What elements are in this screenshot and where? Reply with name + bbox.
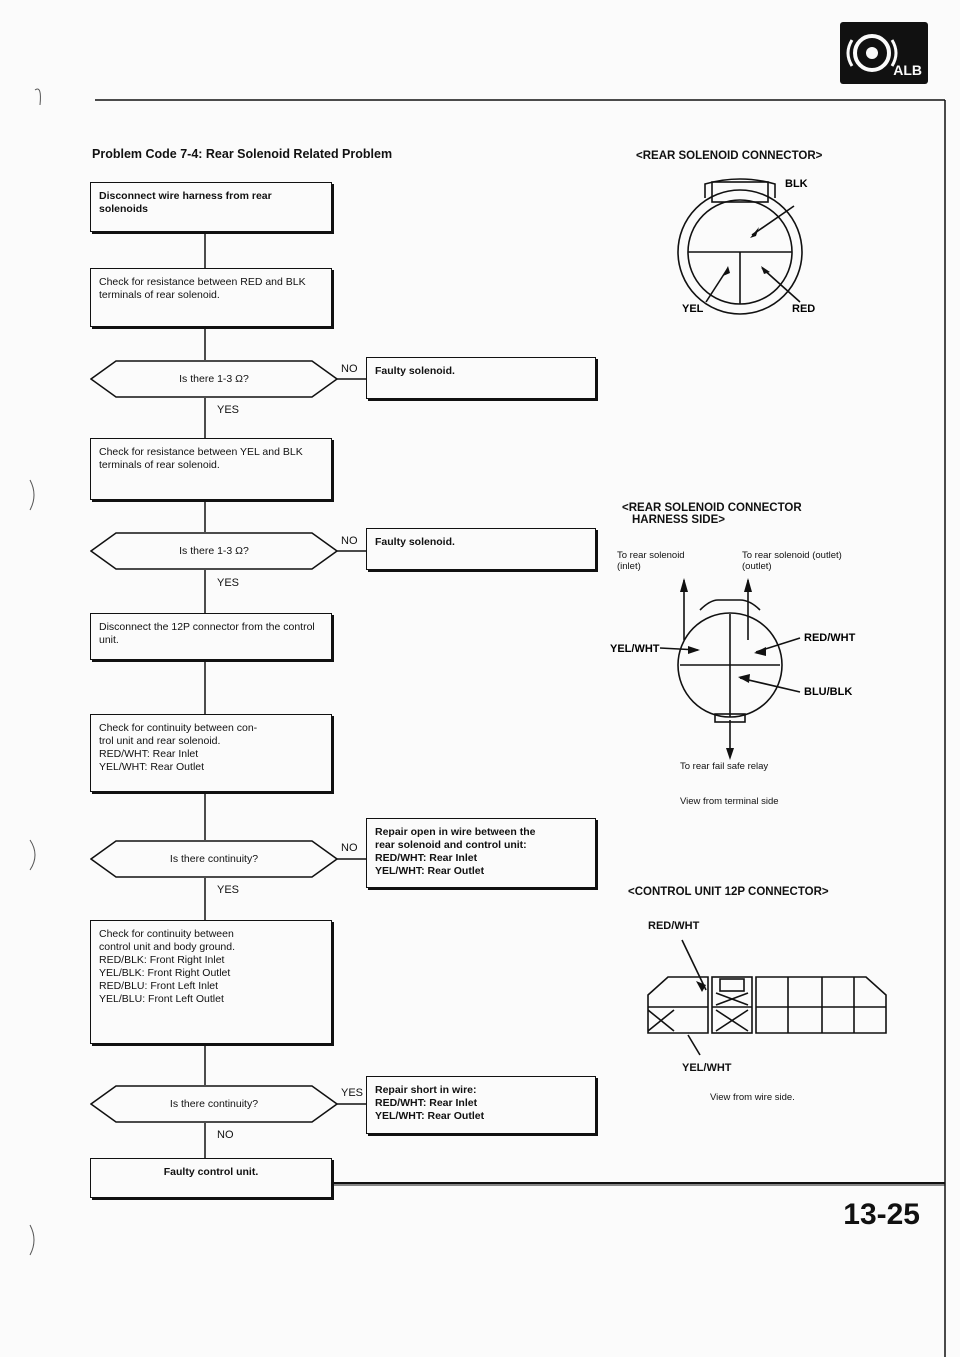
decision-2-yes: YES — [217, 577, 240, 589]
r4-line1: Repair short in wire: — [375, 1084, 477, 1096]
step-disconnect-harness: Disconnect wire harness from rear soleno… — [90, 182, 332, 232]
connector2-title-line1: <REAR SOLENOID CONNECTOR — [622, 502, 802, 514]
result-faulty-solenoid-1-text: Faulty solenoid. — [375, 365, 455, 377]
connector1-title: <REAR SOLENOID CONNECTOR> — [636, 150, 823, 162]
step6-line4: YEL/BLK: Front Right Outlet — [99, 967, 231, 979]
c2-view-label: View from terminal side — [680, 796, 779, 807]
alb-label: ALB — [893, 62, 922, 78]
decision-3-text: Is there continuity? — [169, 853, 259, 865]
c1-red-label: RED — [792, 303, 815, 315]
decision-shape — [90, 840, 338, 878]
result-faulty-solenoid-1: Faulty solenoid. — [366, 357, 596, 399]
c3-yelwht-label: YEL/WHT — [682, 1062, 732, 1074]
decision-shape — [90, 532, 338, 570]
c3-view-label: View from wire side. — [710, 1092, 795, 1103]
result-faulty-solenoid-2: Faulty solenoid. — [366, 528, 596, 570]
r3-line4: YEL/WHT: Rear Outlet — [375, 865, 485, 877]
step-disconnect-12p: Disconnect the 12P connector from the co… — [90, 613, 332, 660]
decision-shape — [90, 360, 338, 398]
result-faulty-control-unit: Faulty control unit. — [90, 1158, 332, 1198]
decision-2-no: NO — [341, 535, 358, 547]
step-check-continuity-solenoid: Check for continuity between con- trol u… — [90, 714, 332, 792]
page-number: 13-25 — [843, 1198, 920, 1231]
decision-1-text: Is there 1-3 Ω? — [179, 373, 249, 385]
result-faulty-control-unit-text: Faulty control unit. — [163, 1166, 259, 1178]
step-check-red-blk-text: Check for resistance between RED and BLK… — [99, 276, 306, 301]
decision-resistance-1: Is there 1-3 Ω? — [90, 360, 338, 398]
r3-line3: RED/WHT: Rear Inlet — [375, 852, 478, 864]
c2-failsafe-label: To rear fail safe relay — [680, 761, 769, 772]
decision-resistance-2: Is there 1-3 Ω? — [90, 532, 338, 570]
control-unit-connector-diagram — [647, 939, 887, 1056]
c2-inlet-line1: To rear solenoid — [617, 550, 685, 561]
connector2-title-line2: HARNESS SIDE> — [632, 514, 725, 526]
c2-yelwht-label: YEL/WHT — [610, 643, 660, 655]
decision-3-yes: YES — [217, 884, 240, 896]
step-check-yel-blk-text: Check for resistance between YEL and BLK… — [99, 446, 303, 471]
decision-3-no: NO — [341, 842, 358, 854]
decision-shape — [90, 1085, 338, 1123]
step-check-red-blk: Check for resistance between RED and BLK… — [90, 268, 332, 327]
decision-2-text: Is there 1-3 Ω? — [179, 545, 249, 557]
decision-continuity-2: Is there continuity? — [90, 1085, 338, 1123]
decision-1-no: NO — [341, 363, 358, 375]
connector2-title: <REAR SOLENOID CONNECTOR HARNESS SIDE> — [622, 502, 802, 526]
step6-line5: RED/BLU: Front Left Inlet — [99, 980, 219, 992]
step6-line2: control unit and body ground. — [99, 941, 236, 953]
step-check-yel-blk: Check for resistance between YEL and BLK… — [90, 438, 332, 500]
r4-line2: RED/WHT: Rear Inlet — [375, 1097, 478, 1109]
harness-connector-diagram: YEL/WHT RED/WHT BLU/BLK — [610, 578, 856, 760]
result-faulty-solenoid-2-text: Faulty solenoid. — [375, 536, 455, 548]
c2-outlet-label: To rear solenoid (outlet) (outlet) — [742, 550, 842, 572]
step6-line3: RED/BLK: Front Right Inlet — [99, 954, 225, 966]
step5-line3: RED/WHT: Rear Inlet — [99, 748, 199, 760]
c2-redwht-label: RED/WHT — [804, 632, 856, 644]
result-repair-short: Repair short in wire: RED/WHT: Rear Inle… — [366, 1076, 596, 1134]
step-check-continuity-ground: Check for continuity between control uni… — [90, 920, 332, 1044]
abs-wheel-icon — [846, 34, 898, 72]
decision-1-yes: YES — [217, 404, 240, 416]
step6-line1: Check for continuity between — [99, 928, 234, 940]
r4-line3: YEL/WHT: Rear Outlet — [375, 1110, 485, 1122]
c2-outlet-line1: To rear solenoid (outlet) — [742, 550, 842, 561]
c2-inlet-label: To rear solenoid (inlet) — [617, 550, 685, 572]
step-disconnect-12p-text: Disconnect the 12P connector from the co… — [99, 621, 315, 646]
alb-badge: ALB — [840, 22, 928, 84]
c2-blublk-label: BLU/BLK — [804, 686, 852, 698]
connector3-title: <CONTROL UNIT 12P CONNECTOR> — [628, 886, 829, 898]
rear-solenoid-connector-diagram: BLK YEL RED — [677, 178, 815, 315]
result-repair-open: Repair open in wire between the rear sol… — [366, 818, 596, 888]
step6-line6: YEL/BLU: Front Left Outlet — [99, 993, 224, 1005]
decision-4-no: NO — [217, 1129, 234, 1141]
r3-line1: Repair open in wire between the — [375, 826, 536, 838]
r3-line2: rear solenoid and control unit: — [375, 839, 527, 851]
c2-outlet-line2: (outlet) — [742, 561, 772, 572]
step5-line2: trol unit and rear solenoid. — [99, 735, 221, 747]
step5-line1: Check for continuity between con- — [99, 722, 258, 734]
decision-4-text: Is there continuity? — [169, 1098, 259, 1110]
page-title: Problem Code 7-4: Rear Solenoid Related … — [92, 147, 393, 161]
c1-blk-label: BLK — [785, 178, 808, 190]
decision-continuity-1: Is there continuity? — [90, 840, 338, 878]
decision-4-yes: YES — [341, 1087, 364, 1099]
step5-line4: YEL/WHT: Rear Outlet — [99, 761, 205, 773]
c3-redwht-label: RED/WHT — [648, 920, 700, 932]
c2-inlet-line2: (inlet) — [617, 561, 641, 572]
step-disconnect-harness-text: Disconnect wire harness from rear soleno… — [99, 190, 272, 215]
c1-yel-label: YEL — [682, 303, 704, 315]
